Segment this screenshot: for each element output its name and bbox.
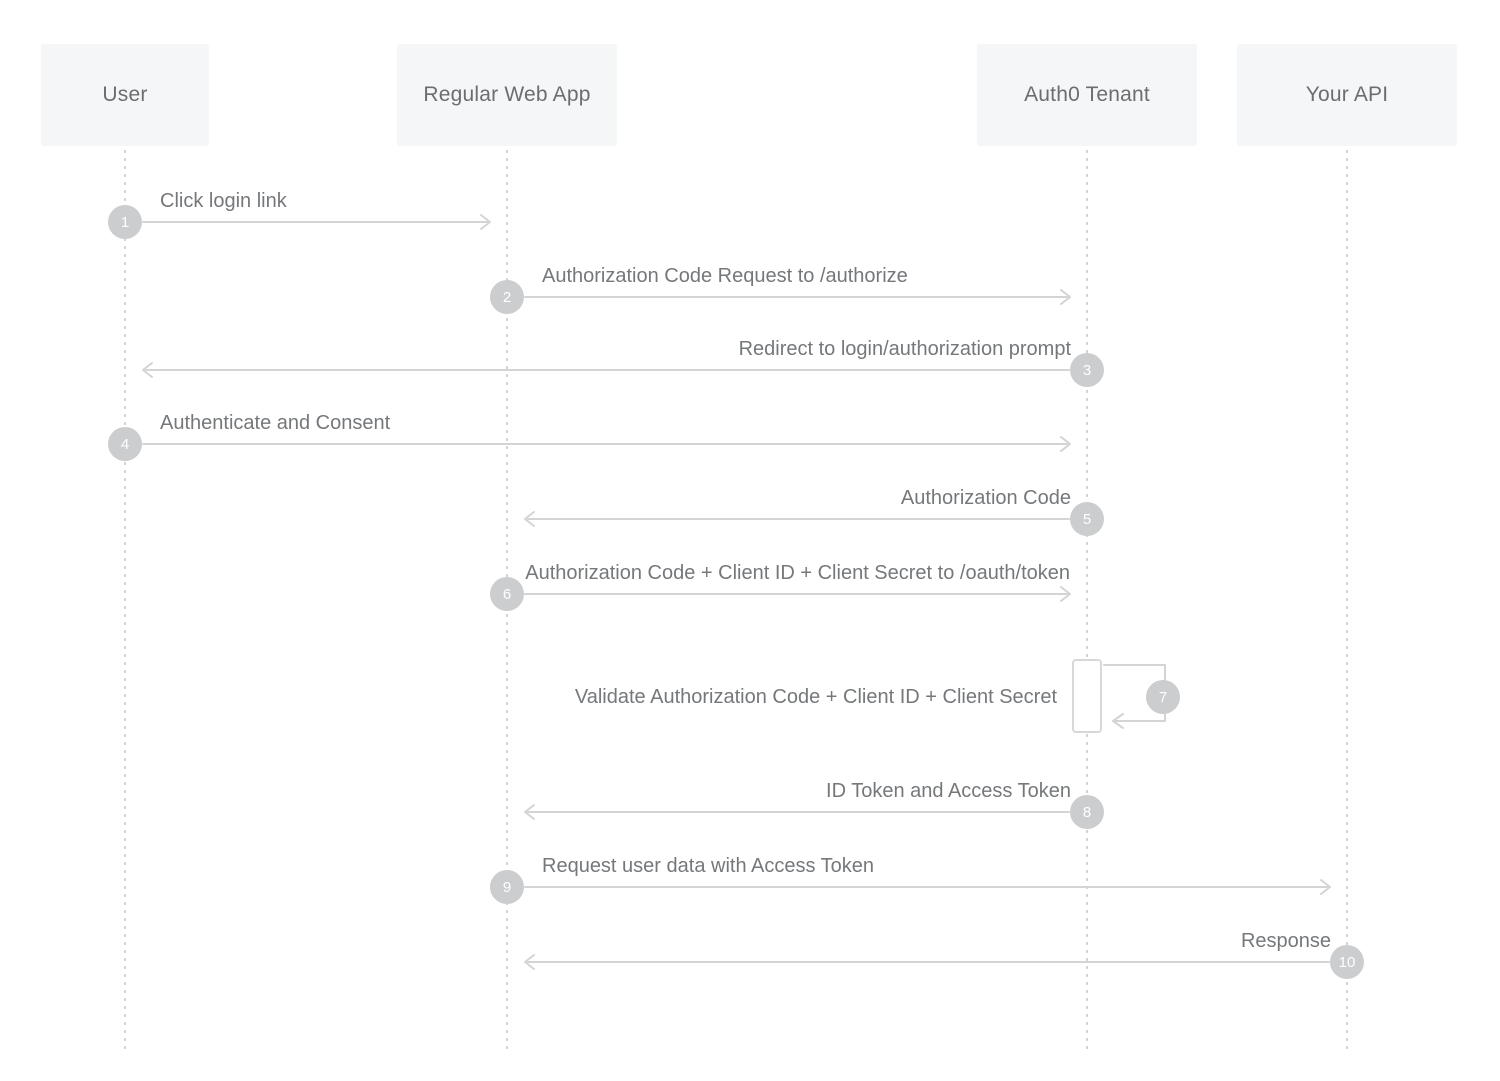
step-number-2: 2 (490, 280, 524, 314)
arrowhead-step-1 (480, 214, 491, 230)
activation-box (1072, 659, 1102, 733)
message-label-7: Validate Authorization Code + Client ID … (574, 686, 1057, 708)
message-label-3: Redirect to login/authorization prompt (738, 338, 1071, 360)
message-label-10: Response (1240, 930, 1331, 952)
message-label-5: Authorization Code (900, 487, 1071, 509)
arrowhead-step-10 (524, 954, 535, 970)
step-number-7: 7 (1146, 680, 1180, 714)
lifeline-user (124, 150, 126, 1053)
arrowhead-step-2 (1060, 289, 1071, 305)
actor-label-user: User (102, 83, 148, 106)
message-label-6: Authorization Code + Client ID + Client … (525, 562, 1070, 584)
message-arrow-line-4 (142, 443, 1068, 445)
message-arrow-line-3 (145, 369, 1070, 371)
actor-label-webapp: Regular Web App (423, 83, 591, 106)
message-arrow-line-2 (524, 296, 1068, 298)
arrowhead-step-8 (524, 804, 535, 820)
message-label-1: Click login link (160, 190, 287, 212)
message-arrow-line-10 (527, 961, 1330, 963)
message-label-8: ID Token and Access Token (826, 780, 1071, 802)
step-number-1: 1 (108, 205, 142, 239)
lifeline-auth0 (1086, 150, 1088, 1053)
actor-label-auth0: Auth0 Tenant (1024, 83, 1150, 106)
arrowhead-step-9 (1320, 879, 1331, 895)
step-number-8: 8 (1070, 795, 1104, 829)
actor-box-api: Your API (1237, 44, 1457, 146)
step-number-9: 9 (490, 870, 524, 904)
arrowhead-step-5 (524, 511, 535, 527)
arrowhead-step-3 (142, 362, 153, 378)
step-number-6: 6 (490, 577, 524, 611)
actor-label-api: Your API (1305, 83, 1389, 106)
actor-box-user: User (41, 44, 209, 146)
actor-box-auth0: Auth0 Tenant (977, 44, 1197, 146)
message-label-4: Authenticate and Consent (160, 412, 391, 434)
message-arrow-line-9 (524, 886, 1328, 888)
arrowhead-step-4 (1060, 436, 1071, 452)
message-label-9: Request user data with Access Token (542, 855, 875, 877)
message-label-2: Authorization Code Request to /authorize (542, 265, 908, 287)
actor-box-webapp: Regular Web App (397, 44, 617, 146)
arrowhead-step-6 (1060, 586, 1071, 602)
lifeline-api (1346, 150, 1348, 1053)
step-number-4: 4 (108, 427, 142, 461)
step-number-5: 5 (1070, 502, 1104, 536)
message-arrow-line-6 (524, 593, 1068, 595)
message-arrow-line-1 (142, 221, 488, 223)
step-number-10: 10 (1330, 945, 1364, 979)
message-arrow-line-5 (527, 518, 1070, 520)
step-number-3: 3 (1070, 353, 1104, 387)
message-arrow-line-8 (527, 811, 1070, 813)
